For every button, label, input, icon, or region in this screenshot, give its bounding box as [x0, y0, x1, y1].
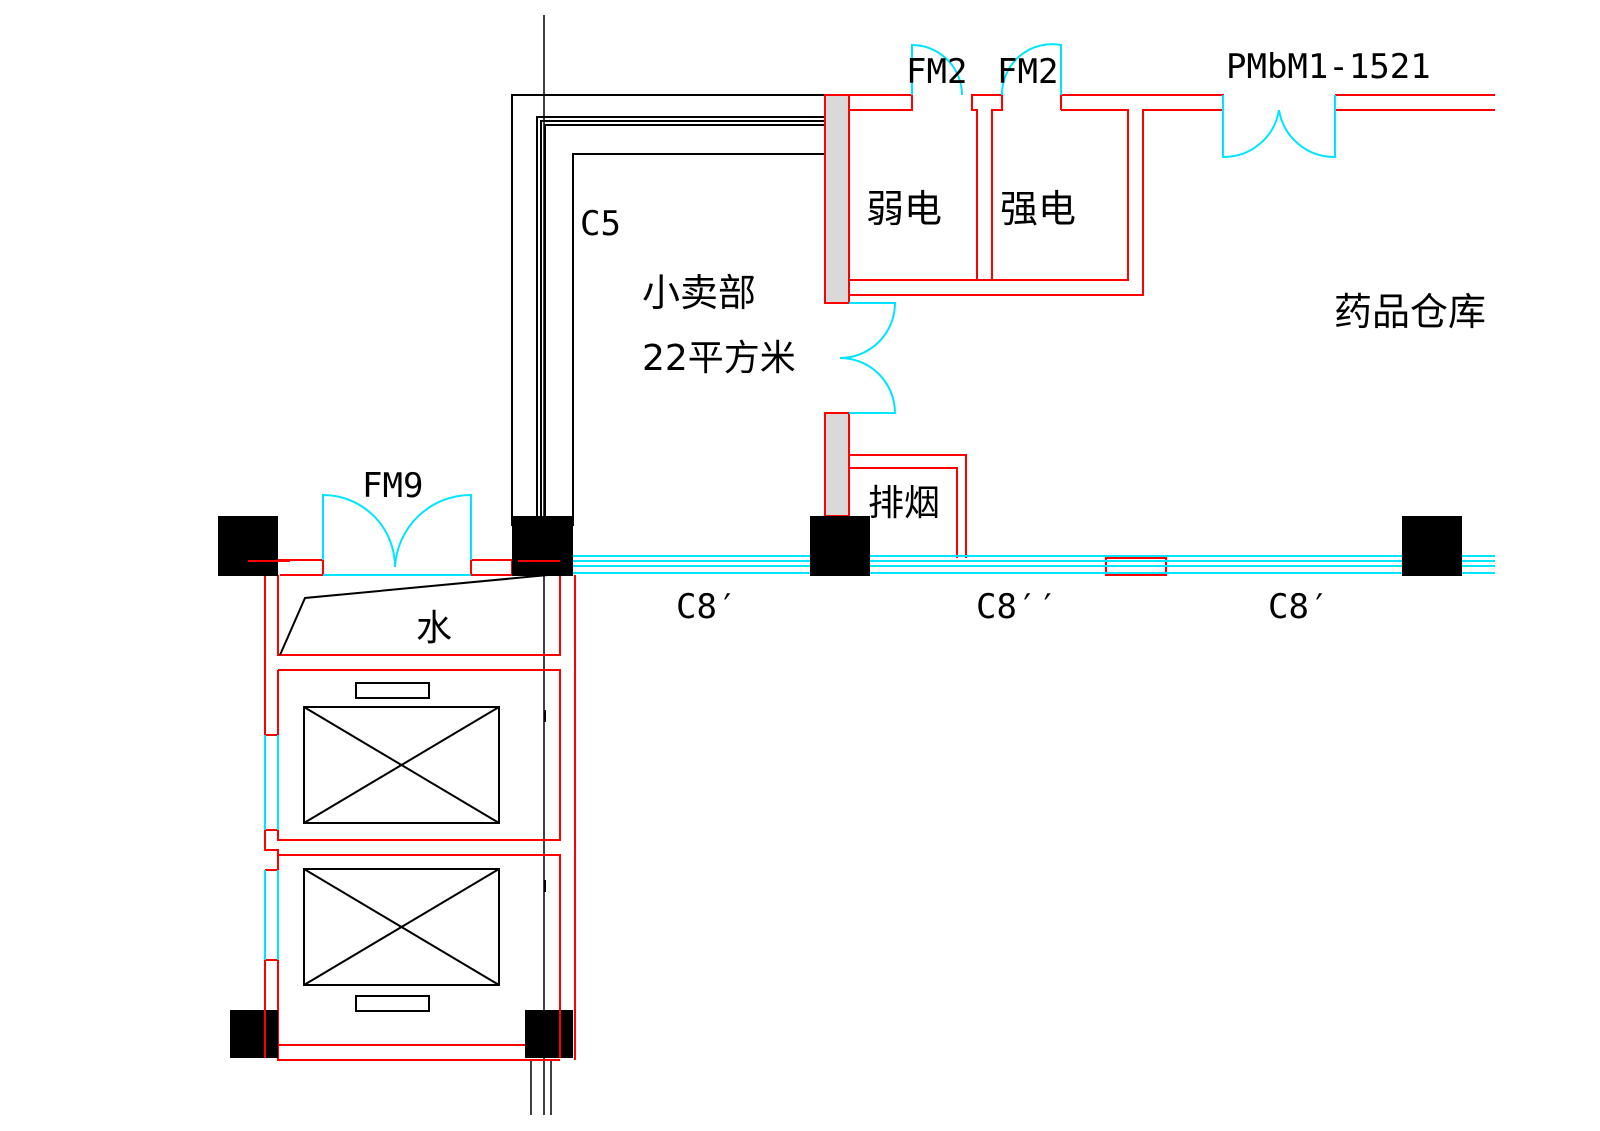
- label-door-fm9: FM9: [362, 466, 423, 506]
- label-door-fm2-left: FM2: [906, 52, 967, 92]
- label-room-shop-name: 小卖部: [642, 271, 756, 315]
- shop-partition-upper: [824, 94, 850, 304]
- door-fm2-left: [911, 43, 963, 96]
- label-window-c8-right: C8′: [1268, 587, 1329, 627]
- red-walls: [247, 94, 1495, 1061]
- window-c8-band: [323, 555, 1495, 576]
- door-fm2-right: [1000, 43, 1062, 96]
- label-room-warehouse: 药品仓库: [1334, 290, 1486, 334]
- door-shop: [839, 302, 897, 414]
- structural-columns: [218, 516, 1462, 1058]
- column-red-marks: [248, 560, 561, 1058]
- label-window-c8-middle: C8′′: [976, 587, 1058, 627]
- label-room-water: 水: [416, 608, 452, 649]
- elevator-lower: [303, 868, 500, 1012]
- elevator-upper: [303, 682, 500, 824]
- water-tank-outline: [279, 574, 549, 656]
- label-window-c8-left: C8′: [676, 587, 737, 627]
- label-room-smoke-exhaust: 排烟: [868, 483, 940, 524]
- label-room-shop-area: 22平方米: [642, 338, 796, 379]
- label-door-pmbm: PMbM1-1521: [1226, 47, 1431, 87]
- door-pmbm: [1222, 95, 1336, 159]
- shop-partition-lower: [824, 412, 850, 517]
- door-fm9: [322, 493, 472, 568]
- label-room-weak-power: 弱电: [866, 187, 942, 231]
- label-window-c5: C5: [580, 204, 621, 244]
- label-door-fm2-right: FM2: [997, 52, 1058, 92]
- core-cyan-lines: [264, 735, 279, 960]
- shop-outer-walls: [511, 94, 825, 526]
- label-room-strong-power: 强电: [1000, 187, 1076, 231]
